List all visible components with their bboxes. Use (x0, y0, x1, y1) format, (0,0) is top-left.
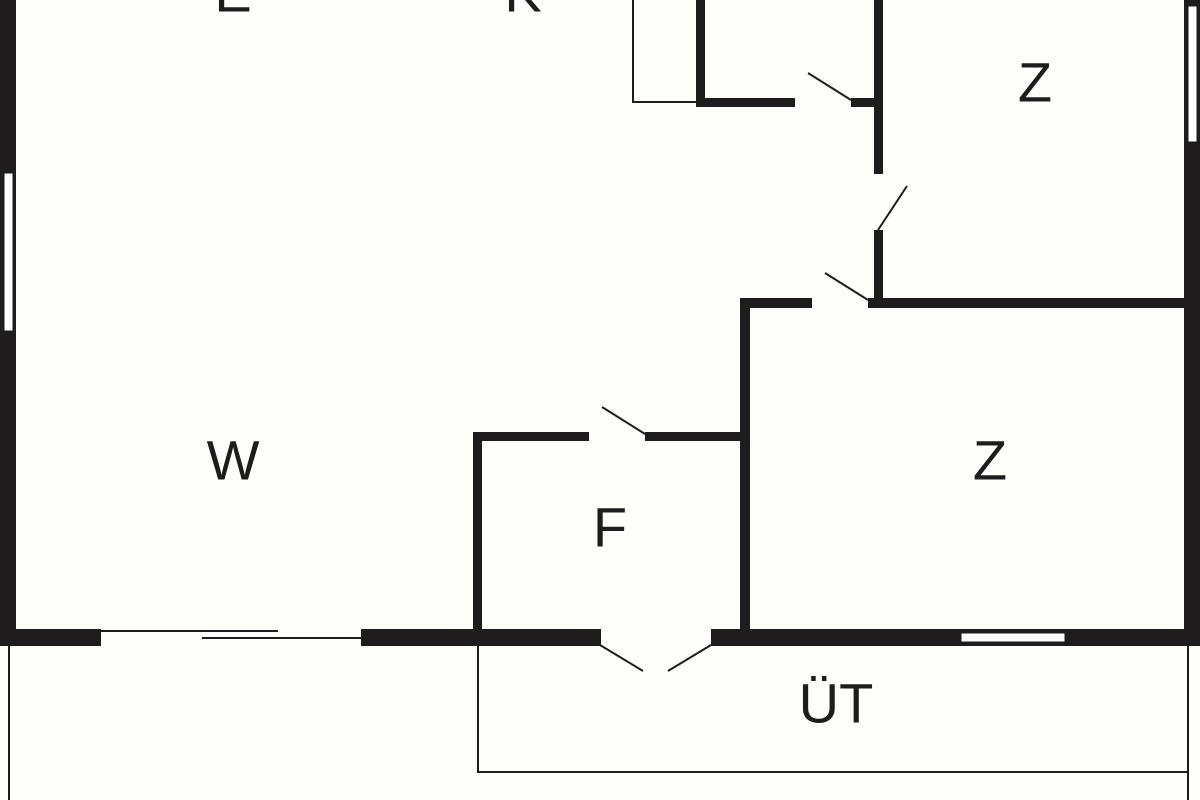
wall-bath-bottom-left (696, 98, 795, 107)
window-left (3, 172, 14, 332)
wall-bottom-w-left (0, 629, 101, 646)
door-swing-entrance-left (599, 644, 644, 672)
wall-z2-top-left (740, 298, 812, 308)
wall-z1-left-bottom (874, 230, 883, 304)
room-label-ut: ÜT (799, 672, 874, 735)
terrace-outline (477, 646, 1189, 773)
wall-bottom-right (711, 629, 1200, 646)
wall-z2-top-right (868, 298, 1188, 308)
door-swing-f (601, 406, 646, 435)
wall-bath-left (696, 0, 705, 107)
window-bottom (960, 632, 1066, 643)
wall-z2-left (740, 298, 750, 638)
door-swing-z2 (824, 272, 869, 301)
wall-f-top-left (473, 432, 589, 441)
wall-z1-left-top (874, 0, 883, 174)
wall-bottom-w-right (361, 629, 601, 646)
wall-right (1184, 0, 1200, 646)
door-swing-entrance-right (667, 644, 712, 672)
room-label-w: W (207, 429, 260, 492)
door-swing-bath (807, 72, 852, 101)
room-label-z2: Z (973, 429, 1007, 492)
room-label-f: F (593, 496, 627, 559)
window-right (1187, 5, 1198, 143)
room-label-k: K (504, 0, 541, 24)
wall-f-top-right (645, 432, 745, 441)
room-label-z1: Z (1018, 51, 1052, 114)
wall-bath-bottom-right (851, 98, 881, 107)
door-swing-z1 (877, 185, 908, 231)
room-label-e: E (214, 0, 251, 24)
kitchen-cabinet (632, 0, 697, 103)
wall-f-left (473, 432, 482, 632)
